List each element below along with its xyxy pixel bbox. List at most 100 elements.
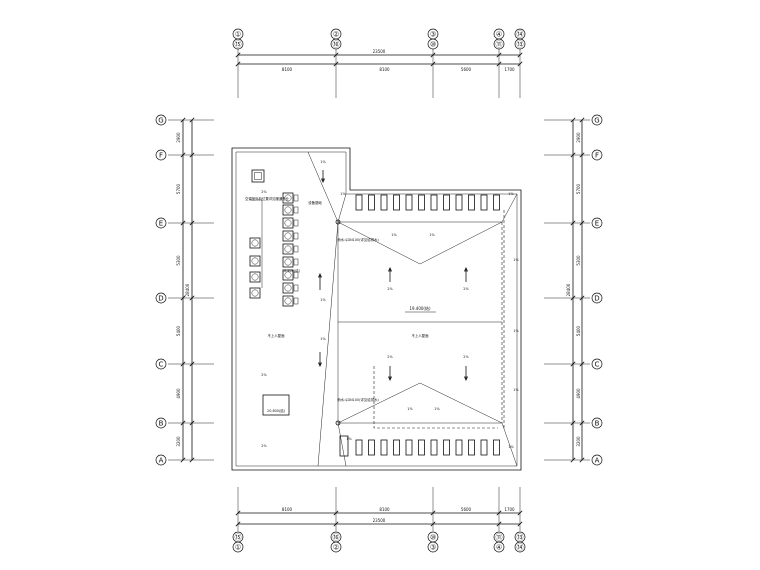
roof-skylight-top xyxy=(493,194,500,211)
dimension-tick xyxy=(430,61,436,67)
ac-unit-tag xyxy=(293,284,299,292)
slope-text-2: 2% xyxy=(387,355,393,359)
ac-fan-icon xyxy=(284,245,292,253)
dimension-tick xyxy=(579,220,585,226)
right-axis-bubble-label: G xyxy=(594,117,599,125)
slope-text: 1% xyxy=(407,407,413,411)
ac-outdoor-unit xyxy=(282,230,294,242)
dimension-tick xyxy=(180,152,186,158)
right-axis-bubble-label: C xyxy=(595,361,600,369)
drain-label-bottom: 雨水斗DN100(详见给排水) xyxy=(337,397,379,402)
left-span-dim-text: 3200 xyxy=(176,436,181,447)
ac-note-label: 空调室外机位置详见暖通专业 xyxy=(245,196,290,201)
bottom-axis-bubble-lower-circle xyxy=(493,541,505,553)
roof-slope-line xyxy=(317,221,339,467)
ac-unit-tag xyxy=(293,297,299,305)
ac-outdoor-unit xyxy=(282,192,294,204)
right-span-dim-text: 5400 xyxy=(576,325,581,336)
left-axis-bubble-circle xyxy=(155,217,167,229)
dimension-tick xyxy=(579,117,585,123)
roof-slope-line xyxy=(337,221,421,265)
right-axis-bubble-circle xyxy=(591,292,603,304)
roof-skylight-top xyxy=(393,194,400,211)
bottom-span-dim-text: 8100 xyxy=(379,507,390,512)
top-axis-bubble-lower-circle xyxy=(330,38,342,50)
left-span-dim-text: 4900 xyxy=(176,388,181,399)
roof-slope-line xyxy=(501,422,518,467)
slope-text: 1% xyxy=(508,445,514,449)
top-span-dim-text: 5600 xyxy=(461,67,472,72)
ac-fan-icon xyxy=(251,257,259,265)
right-axis-bubble-circle xyxy=(591,358,603,370)
ac-unit-tag xyxy=(293,232,299,240)
elevation-small-text: 18.400(结) xyxy=(282,268,301,273)
left-axis-bubble-circle xyxy=(155,149,167,161)
right-axis-bubble-circle xyxy=(591,454,603,466)
top-axis-bubble-lower-label: ⑮ xyxy=(235,41,242,49)
roof-skylight-bottom xyxy=(418,439,425,456)
roof-raised-block xyxy=(262,394,290,416)
left-axis-bubble-circle xyxy=(155,454,167,466)
roof-slope-line xyxy=(501,193,518,223)
bottom-axis-bubble-upper-label: ⑬ xyxy=(517,534,524,542)
left-span-dim-text: 5400 xyxy=(176,325,181,336)
slope-text: 1% xyxy=(320,298,326,302)
top-axis-bubble-upper-label: ② xyxy=(333,31,339,39)
ac-fan-icon xyxy=(284,232,292,240)
ac-outdoor-unit xyxy=(249,271,261,283)
dimension-tick xyxy=(579,152,585,158)
top-axis-bubble-lower-label: ⑪ xyxy=(496,41,503,49)
right-span-dim-text: 4900 xyxy=(576,388,581,399)
ac-fan-icon xyxy=(251,273,259,281)
ac-outdoor-unit xyxy=(282,243,294,255)
bottom-axis-bubble-lower-circle xyxy=(330,541,342,553)
dimension-tick xyxy=(189,457,195,463)
dashed-zone-bottom xyxy=(373,366,498,429)
top-axis-bubble-lower-circle xyxy=(514,38,526,50)
right-span-dim-text: 5700 xyxy=(576,183,581,194)
roof-slope-line xyxy=(419,382,503,424)
roof-skylight-top xyxy=(468,194,475,211)
dimension-tick xyxy=(333,52,339,58)
roof-skylight-top xyxy=(455,194,463,211)
dimension-tick xyxy=(570,361,576,367)
bottom-axis-bubble-lower-label: ④ xyxy=(496,544,502,552)
bottom-axis-bubble-upper-label: ⑪ xyxy=(496,534,503,542)
ac-fan-icon xyxy=(284,271,292,279)
ac-fan-icon xyxy=(284,219,292,227)
ac-unit-tag xyxy=(293,271,299,279)
dimension-tick xyxy=(235,52,241,58)
top-axis-bubble-lower-circle xyxy=(232,38,244,50)
dimension-tick xyxy=(570,295,576,301)
dimension-tick xyxy=(579,420,585,426)
ac-unit-tag xyxy=(293,245,299,253)
left-total-dim-text: 28400 xyxy=(185,283,190,296)
left-axis-bubble-circle xyxy=(155,417,167,429)
no-access-roof-label-left: 不上人屋面 xyxy=(268,333,286,338)
ac-fan-icon xyxy=(284,284,292,292)
roof-skylight-top xyxy=(480,194,488,211)
slope-text: 1% xyxy=(391,233,397,237)
ac-fan-icon xyxy=(251,239,259,247)
roof-skylight-bottom xyxy=(468,439,475,456)
roof-skylight-top xyxy=(405,194,413,211)
dimension-tick xyxy=(235,61,241,67)
ac-outdoor-unit xyxy=(282,295,294,307)
ac-fan-icon xyxy=(284,206,292,214)
top-axis-bubble-upper-label: ④ xyxy=(496,31,502,39)
slope-arrow-head xyxy=(320,178,326,183)
bottom-axis-bubble-lower-circle xyxy=(232,541,244,553)
left-span-dim-text: 5700 xyxy=(176,183,181,194)
dimension-tick xyxy=(333,521,339,527)
left-axis-bubble-circle xyxy=(155,292,167,304)
slope-text: 1% xyxy=(346,437,352,441)
dimension-tick xyxy=(517,61,523,67)
left-axis-bubble-label: F xyxy=(159,152,163,160)
roof-skylight-top xyxy=(430,194,438,211)
right-axis-bubble-circle xyxy=(591,417,603,429)
equipment-base-label: 设备基础 xyxy=(308,200,322,205)
roof-skylight-top xyxy=(368,194,375,211)
slope-text-2: 2% xyxy=(261,444,267,448)
right-span-dim-text: 3200 xyxy=(576,436,581,447)
